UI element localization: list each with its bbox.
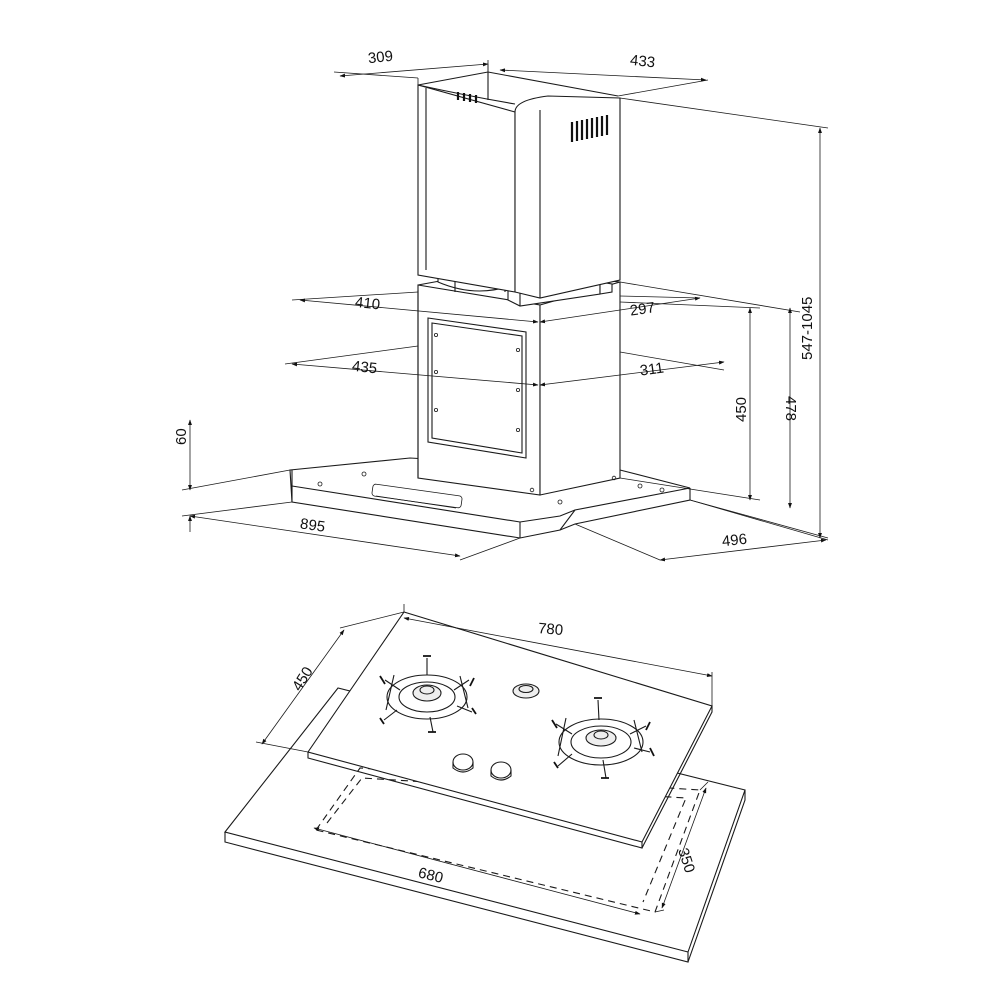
dim-box-depth-mid: 311 bbox=[539, 351, 725, 387]
igniter-button bbox=[512, 683, 540, 699]
svg-text:309: 309 bbox=[367, 48, 394, 68]
range-hood-drawing: 309 433 547-1045 478 450 bbox=[173, 48, 829, 562]
svg-text:450: 450 bbox=[733, 397, 750, 422]
svg-text:496: 496 bbox=[721, 531, 748, 551]
dim-frame-height: 478 bbox=[619, 281, 801, 509]
burner-right bbox=[551, 697, 655, 779]
vent-slots-side bbox=[570, 115, 609, 142]
svg-text:433: 433 bbox=[629, 52, 656, 72]
dim-box-depth-top: 297 bbox=[539, 295, 701, 324]
dim-hood-width: 895 bbox=[189, 514, 521, 561]
svg-text:680: 680 bbox=[416, 864, 444, 887]
dim-cutout-width: 680 bbox=[313, 827, 641, 915]
svg-text:60: 60 bbox=[173, 428, 190, 445]
dim-box-height: 450 bbox=[619, 301, 761, 501]
dim-box-width-top: 410 bbox=[291, 291, 539, 324]
gas-hob-drawing: 780 450 680 350 bbox=[224, 604, 746, 963]
svg-text:450: 450 bbox=[289, 664, 317, 694]
dim-chimney-right-depth: 433 bbox=[487, 52, 709, 97]
svg-text:780: 780 bbox=[537, 620, 563, 639]
dim-cutout-depth: 350 bbox=[654, 781, 709, 913]
svg-text:297: 297 bbox=[629, 299, 656, 319]
vent-slots-upper bbox=[456, 92, 478, 103]
dim-box-width-mid: 435 bbox=[284, 345, 539, 387]
svg-text:311: 311 bbox=[639, 359, 665, 379]
hood-chimney bbox=[417, 71, 621, 299]
svg-text:547-1045: 547-1045 bbox=[799, 297, 816, 360]
dim-chimney-height: 547-1045 bbox=[619, 97, 829, 539]
dim-hob-width: 780 bbox=[403, 604, 713, 706]
dim-chimney-left-depth: 309 bbox=[333, 48, 489, 85]
svg-text:478: 478 bbox=[782, 396, 799, 421]
hood-frame bbox=[417, 269, 621, 496]
control-knob-right bbox=[490, 761, 512, 781]
control-knob-left bbox=[452, 753, 474, 773]
svg-text:435: 435 bbox=[351, 358, 378, 378]
svg-text:350: 350 bbox=[674, 846, 698, 875]
svg-text:895: 895 bbox=[299, 515, 326, 535]
dim-hood-depth: 496 bbox=[574, 499, 829, 562]
svg-text:410: 410 bbox=[354, 294, 381, 314]
dim-canopy-height: 60 bbox=[173, 419, 293, 532]
